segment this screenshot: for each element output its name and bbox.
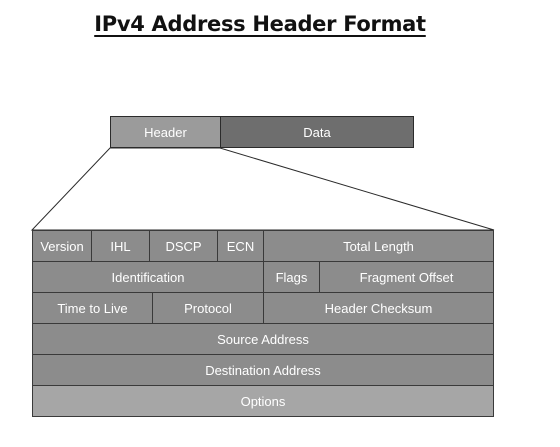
packet-header-label: Header [144,124,187,140]
field-protocol: Protocol [152,292,264,324]
field-ihl: IHL [91,230,150,262]
field-dscp: DSCP [149,230,218,262]
field-source-address-label: Source Address [217,331,309,347]
packet-data-label: Data [303,124,331,140]
field-version: Version [32,230,92,262]
field-source-address: Source Address [32,323,494,355]
field-ihl-label: IHL [110,238,131,254]
field-fragment-offset: Fragment Offset [319,261,494,293]
field-destination-address: Destination Address [32,354,494,386]
field-flags: Flags [263,261,320,293]
field-fragment-offset-label: Fragment Offset [359,269,454,285]
field-dscp-label: DSCP [165,238,202,254]
field-options: Options [32,385,494,417]
field-header-checksum: Header Checksum [263,292,494,324]
field-options-label: Options [240,393,286,409]
field-identification: Identification [32,261,264,293]
field-ecn: ECN [217,230,264,262]
field-protocol-label: Protocol [184,300,232,316]
field-version-label: Version [40,238,84,254]
field-header-checksum-label: Header Checksum [324,300,433,316]
field-ecn-label: ECN [226,238,255,254]
field-total-length: Total Length [263,230,494,262]
field-time-to-live: Time to Live [32,292,153,324]
field-destination-address-label: Destination Address [205,362,321,378]
field-identification-label: Identification [111,269,185,285]
packet-header-block: Header [110,116,221,148]
diagram-title: IPv4 Address Header Format [94,12,426,36]
field-time-to-live-label: Time to Live [57,300,128,316]
packet-data-block: Data [220,116,414,148]
field-total-length-label: Total Length [343,238,414,254]
field-flags-label: Flags [275,269,308,285]
